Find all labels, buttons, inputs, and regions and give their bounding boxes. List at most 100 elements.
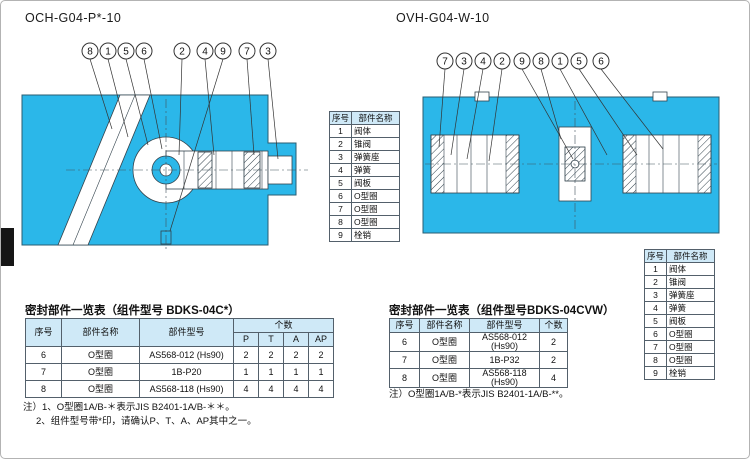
callout-leader-2 [178, 58, 183, 156]
callout-number: 1 [557, 57, 563, 68]
seal-col-qty-a: A [283, 332, 309, 347]
callout-number: 9 [220, 47, 226, 58]
callout-balloon-2 [173, 42, 191, 60]
callout-balloon-7 [436, 52, 454, 70]
callout-leader-2 [488, 68, 503, 162]
callout-leader-5 [578, 68, 638, 156]
callout-balloon-9 [513, 52, 531, 70]
callout-balloon-1 [551, 52, 569, 70]
callout-balloon-5 [117, 42, 135, 60]
callout-leader-6 [143, 58, 163, 150]
callout-leader-7 [246, 58, 255, 156]
callout-number: 7 [442, 57, 448, 68]
callout-leader-9 [169, 58, 224, 232]
seal-col-qty-t: T [258, 332, 284, 347]
callout-balloon-8 [81, 42, 99, 60]
callout-number: 7 [244, 47, 250, 58]
right-seal-table-title: 密封部件一览表（组件型号BDKS-04CVW） [389, 305, 615, 317]
top-plug-left [474, 91, 490, 102]
callout-leader-8 [540, 68, 562, 140]
left-callout-group: 8 1 5 6 2 4 9 7 3 [81, 42, 279, 232]
callout-leader-9 [521, 68, 574, 160]
callout-number: 6 [598, 57, 604, 68]
seal-col-no: 序号 [25, 318, 62, 347]
callout-balloon-8 [532, 52, 550, 70]
left-seal-notes: 注）1、O型圈1A/B-＊表示JIS B2401-1A/B-＊＊。 2、组件型号… [23, 401, 257, 428]
callout-number: 1 [105, 47, 111, 58]
callout-number: 6 [141, 47, 147, 58]
callout-number: 3 [461, 57, 467, 68]
right-model-title: OVH-G04-W-10 [396, 11, 490, 25]
callout-balloon-2 [493, 52, 511, 70]
callout-number: 4 [202, 47, 208, 58]
callout-number: 2 [179, 47, 185, 58]
callout-number: 8 [87, 47, 93, 58]
callout-balloon-9 [214, 42, 232, 60]
seal-col-name: 部件名称 [419, 318, 470, 333]
callout-leader-3 [450, 68, 465, 156]
callout-number: 5 [123, 47, 129, 58]
page-edge-tab [1, 228, 14, 266]
callout-leader-4 [466, 68, 484, 160]
right-seal-note: 注）O型圈1A/B-*表示JIS B2401-1A/B-**。 [389, 389, 569, 400]
parts-col-no: 序号 [644, 249, 667, 263]
left-model-title: OCH-G04-P*-10 [25, 11, 122, 25]
seal-col-model: 部件型号 [469, 318, 540, 333]
parts-col-name: 部件名称 [351, 111, 400, 125]
callout-leader-1 [559, 68, 608, 156]
callout-balloon-5 [570, 52, 588, 70]
callout-leader-3 [267, 58, 279, 160]
callout-balloon-6 [592, 52, 610, 70]
seal-col-model: 部件型号 [139, 318, 234, 347]
parts-col-name: 部件名称 [666, 249, 715, 263]
seal-col-no: 序号 [389, 318, 420, 333]
callout-balloon-7 [238, 42, 256, 60]
callout-balloon-3 [455, 52, 473, 70]
left-valve-diagram: 8 1 5 6 2 4 9 7 3 [16, 37, 316, 257]
callout-balloon-4 [196, 42, 214, 60]
seal-col-name: 部件名称 [61, 318, 140, 347]
parts-col-no: 序号 [329, 111, 352, 125]
callout-balloon-6 [135, 42, 153, 60]
left-valve-drawing: 8 1 5 6 2 4 9 7 3 [21, 42, 308, 251]
seal-col-qty: 个数 [539, 318, 568, 333]
callout-leader-4 [204, 58, 215, 156]
callout-number: 4 [480, 57, 486, 68]
callout-number: 3 [265, 47, 271, 58]
callout-leader-7 [438, 68, 446, 148]
callout-leader-1 [107, 58, 129, 138]
callout-balloon-1 [99, 42, 117, 60]
callout-number: 5 [576, 57, 582, 68]
callout-leader-6 [600, 68, 664, 150]
callout-balloon-4 [474, 52, 492, 70]
callout-number: 9 [519, 57, 525, 68]
